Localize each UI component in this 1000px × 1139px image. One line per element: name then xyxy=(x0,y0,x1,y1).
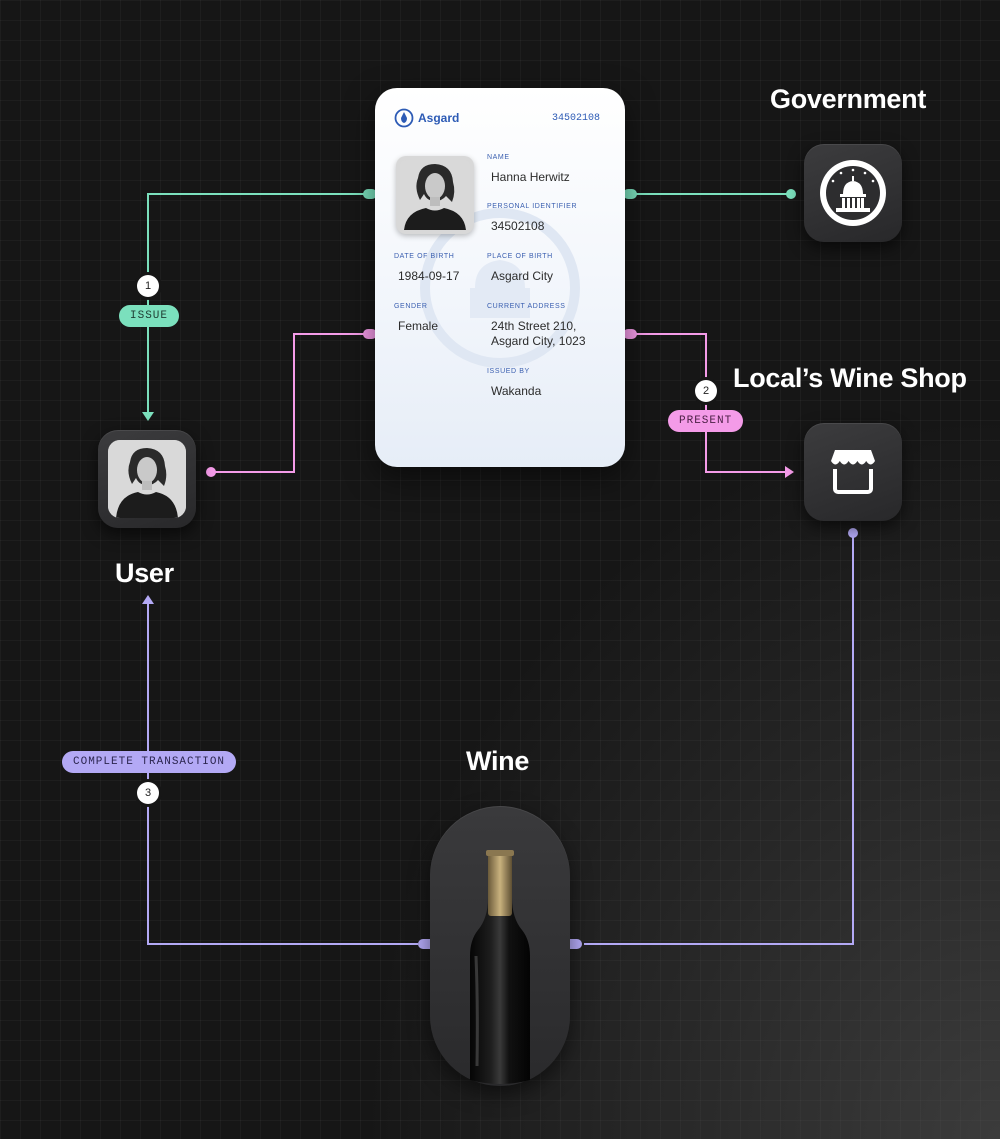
transaction-port-shop xyxy=(848,528,858,538)
present-port-right xyxy=(623,329,637,339)
issue-port-right xyxy=(623,189,637,199)
address-line2: Asgard City, 1023 xyxy=(491,334,586,348)
card-photo xyxy=(396,156,474,234)
transaction-pill: COMPLETE TRANSACTION xyxy=(62,751,237,773)
issue-pill: ISSUE xyxy=(119,305,180,327)
transaction-arrow xyxy=(142,595,154,604)
capitol-icon xyxy=(820,160,886,226)
asgard-logo-icon xyxy=(394,108,414,128)
dob-value: 1984-09-17 xyxy=(398,269,460,283)
issue-connector xyxy=(147,193,790,412)
issue-port-left xyxy=(363,189,377,199)
step-3-number: 3 xyxy=(137,782,159,804)
wine-shop-title: Local’s Wine Shop xyxy=(733,363,967,393)
user-title: User xyxy=(115,558,174,588)
wine-shop-node[interactable] xyxy=(804,423,902,521)
present-arrow xyxy=(785,466,794,478)
card-brand: Asgard xyxy=(418,111,460,125)
storefront-icon xyxy=(831,450,875,494)
present-port-user xyxy=(206,467,216,477)
government-node[interactable] xyxy=(804,144,902,242)
pid-label: PERSONAL IDENTIFIER xyxy=(487,203,578,210)
address-line1: 24th Street 210, xyxy=(491,319,577,333)
name-value: Hanna Herwitz xyxy=(491,170,570,184)
issue-port-gov xyxy=(786,189,796,199)
pob-value: Asgard City xyxy=(491,269,554,283)
pid-value: 34502108 xyxy=(491,219,545,233)
user-node[interactable] xyxy=(98,430,196,528)
step-2-number: 2 xyxy=(695,380,717,402)
wine-title: Wine xyxy=(466,746,530,776)
government-title: Government xyxy=(770,84,927,114)
issue-arrow xyxy=(142,412,154,421)
person-silhouette-icon xyxy=(400,160,470,230)
dob-label: DATE OF BIRTH xyxy=(394,253,455,260)
user-photo xyxy=(108,440,186,518)
present-pill: PRESENT xyxy=(668,410,744,432)
pob-label: PLACE OF BIRTH xyxy=(487,253,553,260)
wine-node[interactable] xyxy=(430,806,570,1086)
address-label: CURRENT ADDRESS xyxy=(487,303,566,310)
gender-value: Female xyxy=(398,319,439,333)
name-label: NAME xyxy=(487,154,510,161)
present-port-left xyxy=(363,329,377,339)
wine-bottle xyxy=(470,850,530,1084)
person-silhouette-icon xyxy=(108,440,186,518)
gender-label: GENDER xyxy=(394,303,428,310)
issued-label: ISSUED BY xyxy=(487,368,530,375)
step-1-number: 1 xyxy=(137,275,159,297)
present-connector xyxy=(213,333,785,473)
transaction-connector xyxy=(147,533,854,945)
card-serial: 34502108 xyxy=(551,113,600,124)
issued-value: Wakanda xyxy=(491,384,542,398)
id-card[interactable]: Asgard 34502108 NAME Hanna Herwitz PERSO… xyxy=(375,88,625,467)
card-watermark xyxy=(420,208,580,368)
